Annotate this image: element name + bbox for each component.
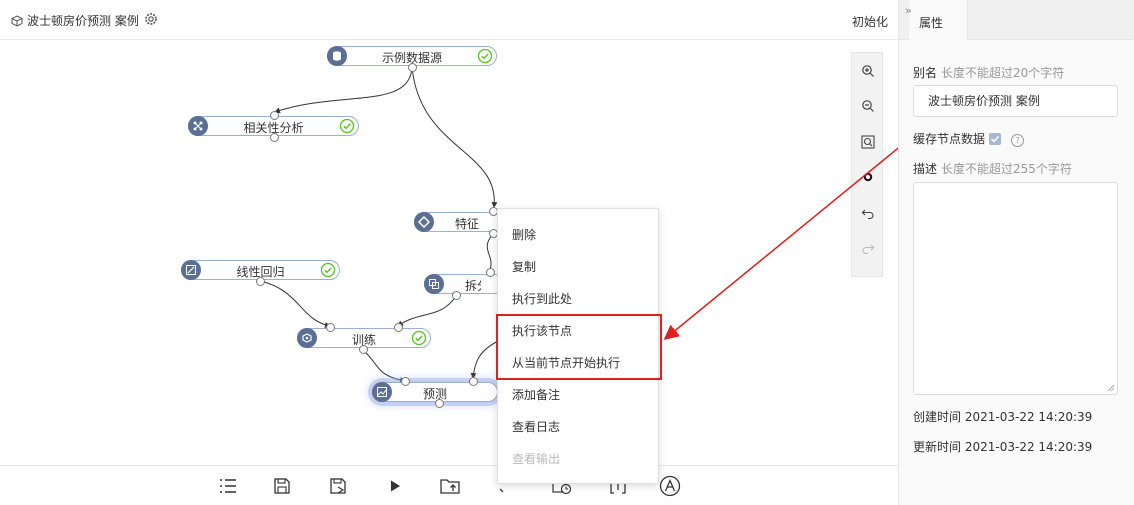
success-check-icon — [477, 48, 493, 67]
created-time-value: 2021-03-22 14:20:39 — [964, 410, 1093, 424]
alias-input[interactable]: 波士顿房价预测 案例 — [913, 85, 1118, 117]
description-label: 描述长度不能超过255个字符 — [913, 162, 1072, 176]
success-check-icon — [320, 262, 336, 281]
zoom-in-icon[interactable] — [859, 62, 877, 80]
flow-node-split[interactable]: 拆分 — [424, 274, 504, 294]
node-port[interactable] — [486, 268, 495, 277]
menu-item-view-log[interactable]: 查看日志 — [512, 420, 561, 434]
panel-tabbar: 属性 » — [899, 0, 1134, 40]
import-folder-icon[interactable] — [438, 474, 462, 498]
page-title-text: 波士顿房价预测 案例 — [27, 14, 139, 28]
node-label: 训练 — [351, 333, 376, 347]
bottom-toolbar — [0, 465, 898, 505]
node-port[interactable] — [256, 277, 265, 286]
image-icon — [372, 382, 392, 402]
gear-node-icon — [414, 212, 434, 232]
chart-line-icon — [181, 260, 201, 280]
updated-time: 更新时间 2021-03-22 14:20:39 — [913, 440, 1093, 454]
cache-checkbox[interactable] — [989, 133, 1002, 145]
undo-icon[interactable] — [859, 204, 877, 222]
split-icon — [424, 274, 444, 294]
collapse-panel-icon[interactable]: » — [905, 4, 912, 17]
highlight-run-options — [496, 314, 662, 380]
flow-node-linear-regression[interactable]: 线性回归 — [181, 260, 340, 280]
flow-connectors — [259, 66, 501, 383]
description-textarea[interactable] — [913, 182, 1118, 395]
list-icon[interactable] — [216, 474, 240, 498]
menu-item-view-output: 查看输出 — [512, 452, 561, 466]
canvas-header: 波士顿房价预测 案例 初始化 — [0, 0, 898, 40]
node-port[interactable] — [452, 291, 461, 300]
initialize-button[interactable]: 初始化 — [851, 15, 888, 29]
node-label: 特征 — [455, 217, 480, 231]
cache-option: 缓存节点数据? — [913, 130, 1025, 147]
node-label: 示例数据源 — [381, 51, 442, 65]
menu-item-add-note[interactable]: 添加备注 — [512, 388, 561, 402]
alias-hint: 长度不能超过20个字符 — [941, 66, 1065, 80]
zoom-out-icon[interactable] — [859, 97, 877, 115]
node-label: 线性回归 — [236, 265, 285, 279]
menu-item-run-node[interactable]: 执行该节点 — [512, 324, 573, 338]
node-port[interactable] — [394, 323, 403, 332]
properties-panel: 属性 » 别名长度不能超过20个字符 波士顿房价预测 案例 缓存节点数据? 描述… — [899, 0, 1134, 505]
node-port[interactable] — [270, 111, 279, 120]
help-icon[interactable]: ? — [1011, 134, 1025, 147]
context-menu: 删除 复制 执行到此处 执行该节点 从当前节点开始执行 添加备注 查看日志 查看… — [497, 208, 659, 484]
tab-properties[interactable]: 属性 — [909, 0, 968, 40]
train-icon — [297, 328, 317, 348]
node-port[interactable] — [326, 323, 335, 332]
panel-divider — [898, 0, 899, 505]
menu-item-run-to-here[interactable]: 执行到此处 — [512, 292, 573, 306]
tab-properties-label: 属性 — [919, 16, 944, 30]
node-port[interactable] — [435, 399, 444, 408]
locate-icon[interactable] — [859, 168, 877, 186]
save-icon[interactable] — [270, 474, 294, 498]
updated-time-value: 2021-03-22 14:20:39 — [964, 440, 1093, 454]
menu-item-copy[interactable]: 复制 — [512, 260, 537, 274]
fit-view-icon[interactable] — [859, 133, 877, 151]
redo-icon[interactable] — [859, 239, 877, 257]
flow-node-feature[interactable]: 特征 — [414, 212, 504, 232]
node-port[interactable] — [270, 133, 279, 142]
canvas-area: 波士顿房价预测 案例 初始化 示例数据源 相关性分析 — [0, 0, 898, 505]
node-label: 预测 — [422, 387, 447, 401]
page-title: 波士顿房价预测 案例 — [11, 12, 139, 29]
description-hint: 长度不能超过255个字符 — [941, 162, 1072, 176]
success-check-icon — [339, 118, 355, 137]
run-icon[interactable] — [383, 474, 407, 498]
node-port[interactable] — [408, 63, 417, 72]
database-icon — [327, 46, 347, 66]
node-label: 拆分 — [465, 279, 481, 293]
node-port[interactable] — [359, 345, 368, 354]
a-circle-icon[interactable] — [658, 474, 682, 498]
created-time: 创建时间 2021-03-22 14:20:39 — [913, 410, 1093, 424]
gear-icon[interactable] — [144, 12, 158, 29]
resize-grip-icon — [1107, 384, 1115, 392]
menu-item-run-from-here[interactable]: 从当前节点开始执行 — [512, 356, 621, 370]
menu-item-delete[interactable]: 删除 — [512, 228, 537, 242]
alias-label: 别名长度不能超过20个字符 — [913, 66, 1065, 80]
cube-icon — [11, 14, 23, 27]
success-check-icon — [411, 330, 427, 349]
schedule-icon[interactable] — [550, 474, 574, 498]
network-icon — [188, 116, 208, 136]
save-as-icon[interactable] — [326, 474, 350, 498]
node-port[interactable] — [401, 377, 410, 386]
node-port[interactable] — [469, 377, 478, 386]
node-label: 相关性分析 — [243, 121, 304, 135]
cache-label: 缓存节点数据 — [913, 132, 986, 146]
